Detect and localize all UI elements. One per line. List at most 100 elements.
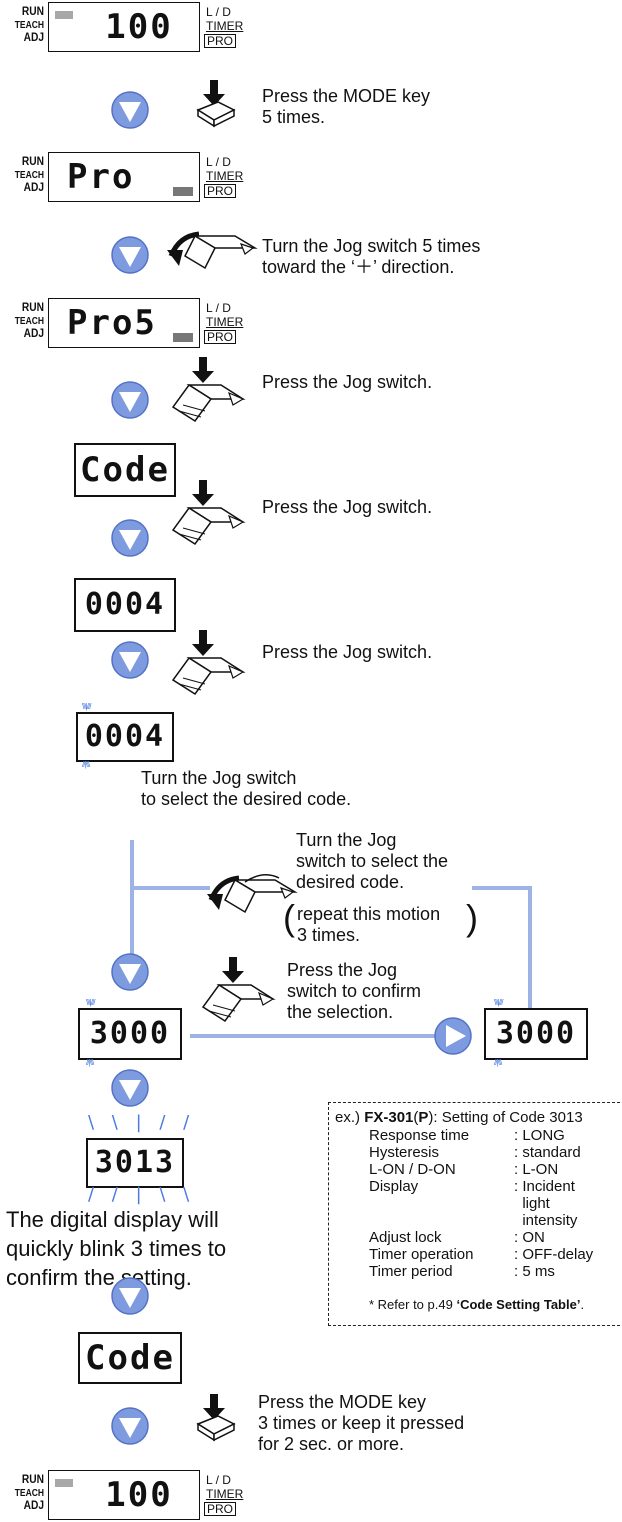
- pro-label: PRO: [204, 184, 237, 198]
- side-teach-label: TEACH: [14, 20, 44, 31]
- code-3013-display: 3013: [86, 1138, 184, 1188]
- step6-text: Turn the Jog switch to select the desire…: [141, 768, 352, 809]
- step4-text: Press the Jog switch.: [262, 497, 433, 517]
- panel-pro5: RUN TEACH ADJ Pro5 L / D TIMER PRO: [0, 296, 260, 350]
- footnote-link: ‘Code Setting Table’: [456, 1297, 581, 1312]
- example-open-paren: (: [413, 1109, 419, 1126]
- paren-left: (: [283, 897, 295, 938]
- paren-right: ): [466, 897, 478, 938]
- side-teach-label: TEACH: [14, 170, 44, 181]
- jog-switch-press-icon: [171, 480, 246, 546]
- blink-note-text: The digital display will quickly blink 3…: [6, 1207, 227, 1290]
- example-row: Timer period : 5 ms: [369, 1263, 593, 1280]
- code-final-display: Code: [78, 1332, 182, 1384]
- blink-rays-icon: \ \ | / /: [88, 1112, 196, 1133]
- run-indicator: [55, 11, 73, 19]
- side-teach-label: TEACH: [14, 1488, 44, 1499]
- example-close-paren: ): [428, 1109, 434, 1126]
- step-arrow-down-icon: [111, 381, 149, 419]
- step5-text: Press the Jog switch.: [262, 642, 433, 662]
- code-display: Code: [74, 443, 176, 497]
- step-arrow-down-icon: [111, 519, 149, 557]
- code-0004-blinking-text: 0004: [84, 719, 166, 754]
- panel-top: RUN TEACH ADJ 100 L / D TIMER PRO: [0, 0, 260, 54]
- blink-rays-icon: / / | \ \: [88, 1184, 196, 1205]
- lcd-panel: 100: [48, 1470, 200, 1520]
- example-key: Timer operation: [369, 1246, 474, 1263]
- example-value: : ON: [514, 1229, 545, 1246]
- blink-marks-icon: \\\|///: [494, 998, 503, 1007]
- example-key: Hysteresis: [369, 1144, 440, 1161]
- example-prefix: ex.): [335, 1109, 361, 1126]
- panel-display: 100: [105, 7, 173, 47]
- footnote-end: .: [580, 1297, 585, 1312]
- jog-switch-turn-icon: [167, 231, 258, 270]
- timer-label: TIMER: [206, 19, 244, 33]
- step-final-text: Press the MODE key 3 times or keep it pr…: [258, 1392, 465, 1454]
- side-run-label: RUN: [21, 1472, 44, 1486]
- code-3000-display-right: 3000: [484, 1008, 588, 1060]
- lcd-panel: Pro: [48, 152, 200, 202]
- ld-label: L / D: [206, 301, 231, 315]
- loop-turn-text: Turn the Jog switch to select the desire…: [296, 830, 449, 892]
- footnote-prefix: * Refer to p.49: [369, 1297, 457, 1312]
- panel-display: Pro5: [67, 303, 157, 343]
- example-value: : L-ON: [514, 1161, 559, 1178]
- example-title-text: : Setting of Code 3013: [433, 1109, 583, 1126]
- example-row: Response time : LONG: [369, 1127, 593, 1144]
- example-key: Response time: [369, 1127, 470, 1144]
- ld-label: L / D: [206, 1473, 231, 1487]
- side-adj-label: ADJ: [23, 326, 44, 340]
- side-run-label: RUN: [21, 4, 44, 18]
- step-arrow-down-icon: [111, 641, 149, 679]
- example-value: : OFF-delay: [514, 1246, 594, 1263]
- pro-indicator: [173, 333, 193, 342]
- example-value: : standard: [514, 1144, 581, 1161]
- example-value: : LONG: [514, 1127, 565, 1144]
- step-arrow-down-icon: [111, 1069, 149, 1107]
- example-key: L-ON / D-ON: [369, 1161, 456, 1178]
- loop-press-text: Press the Jog switch to confirm the sele…: [287, 960, 422, 1022]
- mode-key-icon: [196, 1394, 236, 1442]
- blink-marks-icon: \\\|///: [82, 702, 91, 711]
- ld-label: L / D: [206, 5, 231, 19]
- code-3000-display-left: 3000: [78, 1008, 182, 1060]
- example-rows: Response time : LONG Hysteresis : standard…: [369, 1127, 593, 1280]
- example-row: L-ON / D-ON : L-ON: [369, 1161, 593, 1178]
- pro-label: PRO: [204, 34, 237, 48]
- example-key: Adjust lock: [369, 1229, 442, 1246]
- loop-connector-lines: [130, 840, 532, 1038]
- code-final-text: Code: [85, 1338, 175, 1378]
- step2-text: Turn the Jog switch 5 times toward the ‘…: [262, 236, 481, 277]
- side-run-label: RUN: [21, 300, 44, 314]
- timer-label: TIMER: [206, 315, 244, 329]
- jog-switch-turn-icon: [207, 874, 298, 914]
- step3-text: Press the Jog switch.: [262, 372, 433, 392]
- code-0004-blinking-display: 0004: [76, 712, 174, 762]
- run-indicator: [55, 1479, 73, 1487]
- example-note-box: ex.) FX-301(P): Setting of Code 3013 Res…: [328, 1102, 622, 1326]
- example-row: Hysteresis : standard: [369, 1144, 593, 1161]
- blink-marks-icon: //|\\\: [82, 760, 90, 769]
- step-arrow-down-icon: [111, 91, 149, 129]
- code-0004-display: 0004: [74, 578, 176, 632]
- example-value: : 5 ms: [514, 1263, 555, 1280]
- step-arrow-down-icon: [111, 236, 149, 274]
- timer-label: TIMER: [206, 169, 244, 183]
- jog-switch-press-icon: [171, 357, 246, 423]
- example-row: Adjust lock : ON: [369, 1229, 593, 1246]
- code-display-text: Code: [80, 450, 170, 490]
- example-value: : Incident light intensity: [514, 1178, 578, 1229]
- jog-switch-press-icon: [171, 630, 246, 696]
- pro-indicator: [173, 187, 193, 196]
- example-key: Timer period: [369, 1263, 453, 1280]
- example-model: FX-301: [364, 1109, 414, 1126]
- mode-key-icon: [196, 80, 236, 128]
- example-title: ex.) FX-301(P): Setting of Code 3013: [335, 1109, 583, 1126]
- example-row: Display: Incident light intensity: [369, 1178, 593, 1229]
- step-arrow-down-icon: [111, 953, 149, 991]
- side-run-label: RUN: [21, 154, 44, 168]
- panel-pro: RUN TEACH ADJ Pro L / D TIMER PRO: [0, 150, 260, 204]
- panel-display: 100: [105, 1475, 173, 1515]
- side-adj-label: ADJ: [23, 180, 44, 194]
